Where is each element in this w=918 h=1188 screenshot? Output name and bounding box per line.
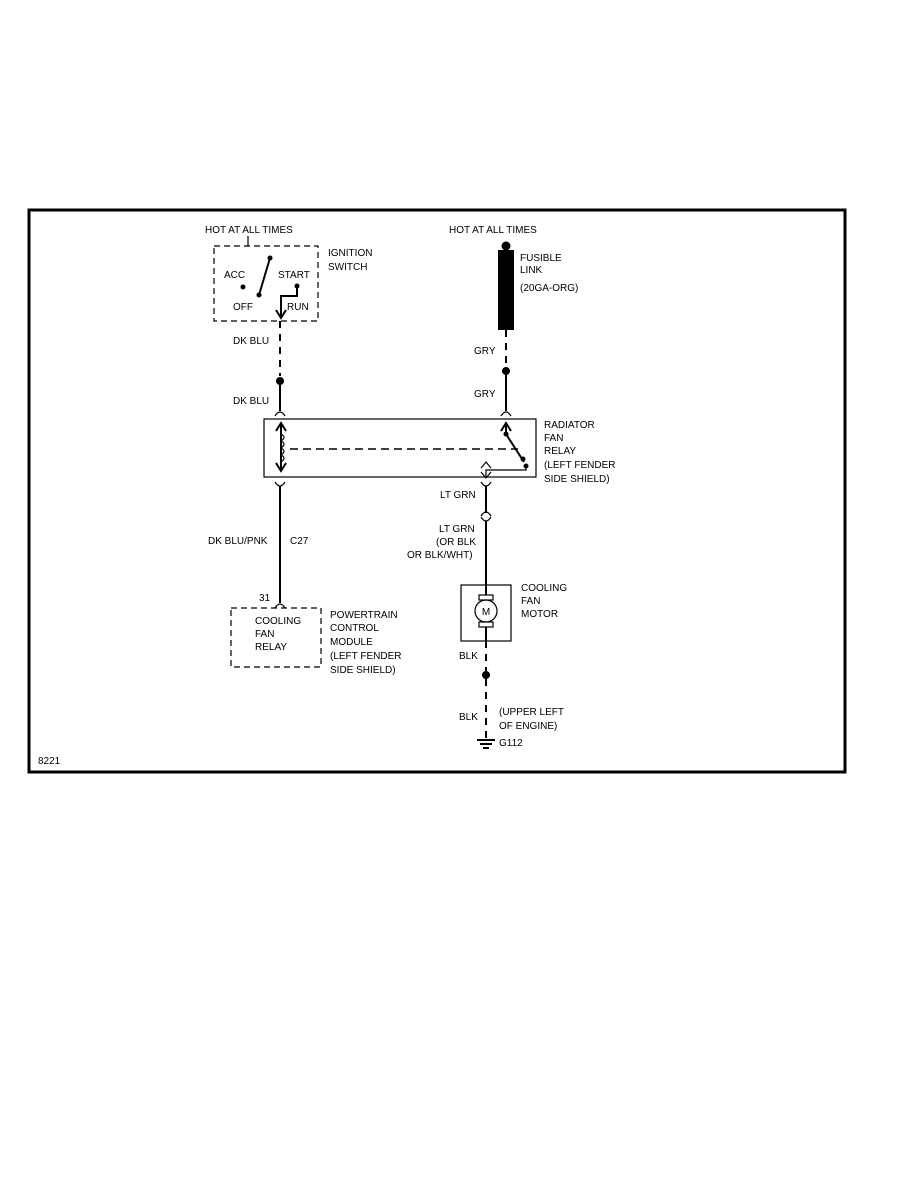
blk-top-label: BLK [459,651,478,662]
lt-grn-label: LT GRN [440,490,476,501]
radiator-relay-label-2: FAN [544,433,563,444]
gry-splice [502,367,510,375]
fusible-link-top-terminal [501,241,511,251]
acc-contact [240,284,246,290]
coil-bottom-arrow [275,462,287,473]
relay-coil [279,433,285,463]
ground-location-2: OF ENGINE) [499,721,557,732]
fusible-link-label-1: FUSIBLE [520,253,562,264]
motor-symbol-label: M [482,607,490,618]
c27-connector-label: C27 [290,536,309,547]
relay-contact-blade [505,433,525,463]
blk-bottom-label: BLK [459,712,478,723]
relay-output-trace [485,466,527,477]
ignition-switch-blade [258,257,271,296]
dk-blu-pnk-label: DK BLU/PNK [208,536,268,547]
relay-connector-left-top [274,411,286,417]
lt-grn-alt-label-3: OR BLK/WHT) [407,550,473,561]
motor-label-3: MOTOR [521,609,558,620]
fusible-link-label-2: LINK [520,265,543,276]
motor-brush-bottom [478,621,494,628]
pcm-inner-label-3: RELAY [255,642,287,653]
motor-brush-top [478,594,494,601]
pcm-label-3: MODULE [330,637,373,648]
radiator-relay-label-1: RADIATOR [544,420,595,431]
dk-blu-top-label: DK BLU [233,336,269,347]
relay-connector-right-bottom [480,481,492,487]
ground-location-1: (UPPER LEFT [499,707,564,718]
lt-grn-alt-label-1: LT GRN [439,524,475,535]
ignition-acc-label: ACC [224,270,245,281]
pcm-label-4: (LEFT FENDER [330,651,402,662]
relay-connector-right-top [500,411,512,417]
diagram-frame [27,208,847,774]
run-output-arrow [275,309,287,320]
radiator-relay-label-3: RELAY [544,446,576,457]
relay-connector-left-bottom [274,481,286,487]
ignition-off-label: OFF [233,302,253,313]
start-run-jumper [280,286,298,318]
pcm-label-5: SIDE SHIELD) [330,665,396,676]
fusible-link [498,250,514,330]
dk-blu-splice [276,377,284,385]
ground-id-label: G112 [499,738,523,749]
blk-splice [482,671,490,679]
pcm-box [230,607,322,668]
motor-label-2: FAN [521,596,540,607]
radiator-relay-label-4: (LEFT FENDER [544,460,616,471]
motor-label-1: COOLING [521,583,567,594]
gry-top-label: GRY [474,346,496,357]
ignition-switch-label-2: SWITCH [328,262,367,273]
radiator-fan-relay-box [263,418,537,478]
gry-mid-label: GRY [474,389,496,400]
left-hot-label: HOT AT ALL TIMES [205,225,293,236]
ignition-switch-box [213,245,319,322]
ignition-run-label: RUN [287,302,309,313]
inline-connector-bottom [480,516,492,522]
ignition-start-label: START [278,270,310,281]
lt-grn-alt-label-2: (OR BLK [436,537,476,548]
pcm-label-2: CONTROL [330,623,379,634]
pcm-pin-connector [274,603,286,609]
pcm-inner-label-1: COOLING [255,616,301,627]
relay-contact-tip [520,456,526,462]
pcm-pin-label: 31 [259,593,271,604]
radiator-relay-label-5: SIDE SHIELD) [544,474,610,485]
inline-connector-top [480,511,492,517]
dk-blu-mid-label: DK BLU [233,396,269,407]
ignition-switch-label-1: IGNITION [328,248,372,259]
relay-output-arrow-up [480,461,492,469]
relay-output-arrow-down [480,471,492,479]
pcm-inner-label-2: FAN [255,629,274,640]
figure-id: 8221 [38,756,61,767]
pcm-label-1: POWERTRAIN [330,610,398,621]
off-contact [256,292,262,298]
right-hot-label: HOT AT ALL TIMES [449,225,537,236]
fusible-link-label-3: (20GA-ORG) [520,283,578,294]
